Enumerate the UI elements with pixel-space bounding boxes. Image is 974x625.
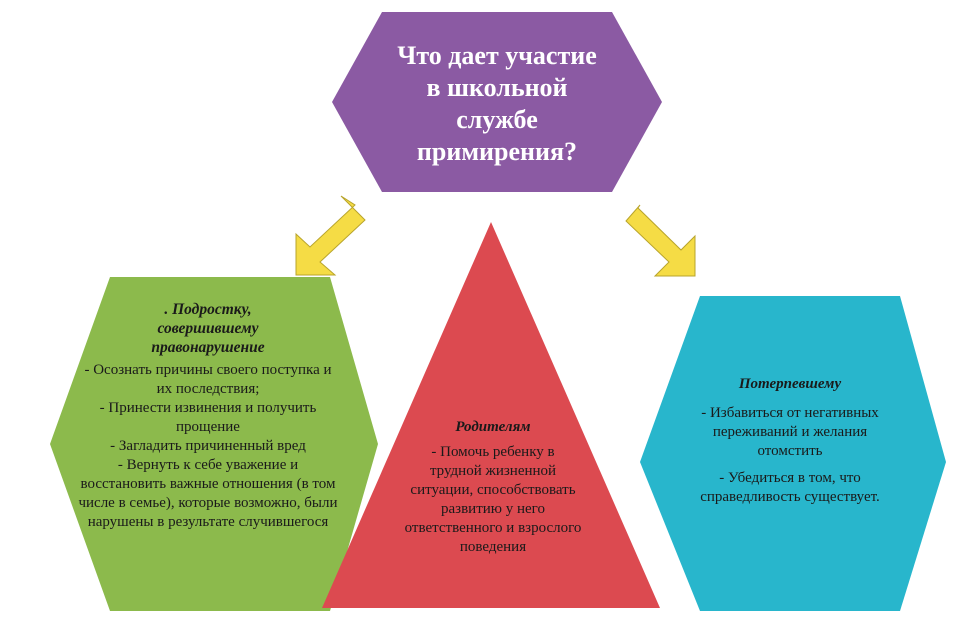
middle-triangle: [322, 222, 660, 608]
left-heading-line: совершившему: [157, 320, 259, 337]
left-arrow-icon: [295, 195, 366, 276]
left-hexagon: [50, 277, 378, 611]
question-line: службе: [456, 105, 538, 134]
center-hexagon: [332, 12, 662, 192]
question-line: примирения?: [416, 137, 578, 166]
middle-panel: Родителям - Помочь ребенку в трудной жиз…: [404, 418, 582, 557]
left-heading-line: правонарушение: [151, 339, 265, 356]
question-title: Что дает участие в школьной службе прими…: [372, 40, 622, 168]
left-item: - Загладить причиненный вред: [110, 438, 306, 454]
right-panel: Потерпевшему - Избавиться от негативных …: [690, 375, 890, 515]
question-line: Что дает участие: [397, 41, 597, 70]
right-heading: Потерпевшему: [738, 376, 842, 392]
left-heading-line: . Подростку,: [164, 301, 252, 318]
left-heading: . Подростку, совершившему правонарушение: [78, 300, 338, 357]
middle-item: - Помочь ребенку в трудной жизненной сит…: [404, 444, 582, 555]
right-arrow-icon: [625, 204, 696, 277]
left-item: - Принести извинения и получить прощение: [99, 400, 317, 435]
left-item: - Осознать причины своего поступка и их …: [84, 362, 332, 397]
middle-heading: Родителям: [455, 419, 531, 435]
right-item: - Избавиться от негативных переживаний и…: [701, 405, 879, 459]
left-panel: . Подростку, совершившему правонарушение…: [78, 300, 338, 532]
left-item: - Вернуть к себе уважение и восстановить…: [78, 457, 338, 530]
right-item: - Убедиться в том, что справедливость су…: [700, 470, 880, 505]
right-hexagon: [640, 296, 946, 611]
question-line: в школьной: [426, 73, 568, 102]
